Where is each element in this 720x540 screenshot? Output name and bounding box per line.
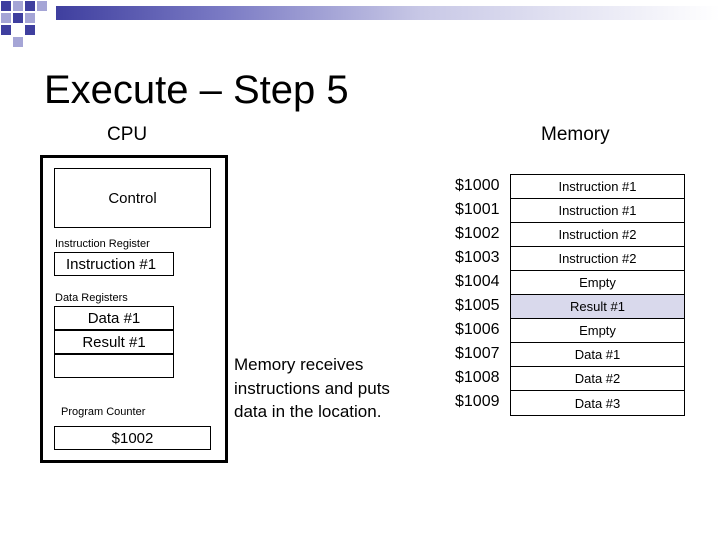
deco-square [0, 12, 12, 24]
memory-cell: Instruction #1 [511, 175, 684, 199]
data-register [54, 354, 174, 378]
memory-label: Memory [541, 124, 610, 145]
memory-cell: Data #3 [574, 395, 621, 411]
instruction-register-value: Instruction #1 [66, 255, 157, 273]
memory-address: $1005 [455, 297, 500, 314]
memory-address: $1006 [455, 321, 500, 338]
deco-square [12, 12, 24, 24]
data-register: Result #1 [54, 330, 174, 354]
memory-address: $1009 [455, 393, 500, 410]
instruction-register-label: Instruction Register [55, 238, 150, 250]
cpu-label: CPU [107, 124, 148, 145]
deco-square [12, 0, 24, 12]
deco-square [0, 24, 12, 36]
memory-address-column: $1000 $1001 $1002 $1003 $1004 $1005 $100… [455, 174, 500, 414]
deco-square [12, 36, 24, 48]
memory-cell: Empty [511, 271, 684, 295]
cpu-box [40, 155, 228, 463]
program-counter-value: $1002 [111, 429, 154, 447]
memory-cell: Data #2 [511, 367, 684, 391]
program-counter: $1002 [54, 426, 211, 450]
memory-cell: Instruction #2 [511, 247, 684, 271]
memory-cell: Data #1 [511, 343, 684, 367]
deco-square [24, 24, 36, 36]
memory-cell: Instruction #1 [511, 199, 684, 223]
data-register-value: Result #1 [82, 333, 146, 351]
data-registers-label: Data Registers [55, 292, 128, 304]
memory-address: $1007 [455, 345, 500, 362]
memory-address: $1004 [455, 273, 500, 290]
memory-cell-highlighted: Result #1 [511, 295, 684, 319]
deco-square [36, 0, 48, 12]
control-label: Control [108, 189, 157, 207]
memory-address: $1001 [455, 201, 500, 218]
data-register: Data #1 [54, 306, 174, 330]
control-unit: Control [54, 168, 211, 228]
decorative-squares [0, 0, 60, 48]
memory-cell: Empty [511, 319, 684, 343]
memory-address: $1008 [455, 369, 500, 386]
slide-title: Execute – Step 5 [44, 68, 349, 112]
memory-address: $1000 [455, 177, 500, 194]
deco-square [0, 0, 12, 12]
memory-address: $1003 [455, 249, 500, 266]
explanation-note: Memory receives instructions and puts da… [234, 355, 390, 421]
memory-table: Instruction #1 Instruction #1 Instructio… [510, 174, 685, 416]
memory-address: $1002 [455, 225, 500, 242]
deco-square [24, 12, 36, 24]
program-counter-label: Program Counter [61, 406, 146, 418]
deco-square [24, 0, 36, 12]
memory-cell: Instruction #2 [511, 223, 684, 247]
header-gradient-bar [56, 6, 720, 20]
data-register-value: Data #1 [87, 309, 141, 327]
instruction-register: Instruction #1 [54, 252, 174, 276]
